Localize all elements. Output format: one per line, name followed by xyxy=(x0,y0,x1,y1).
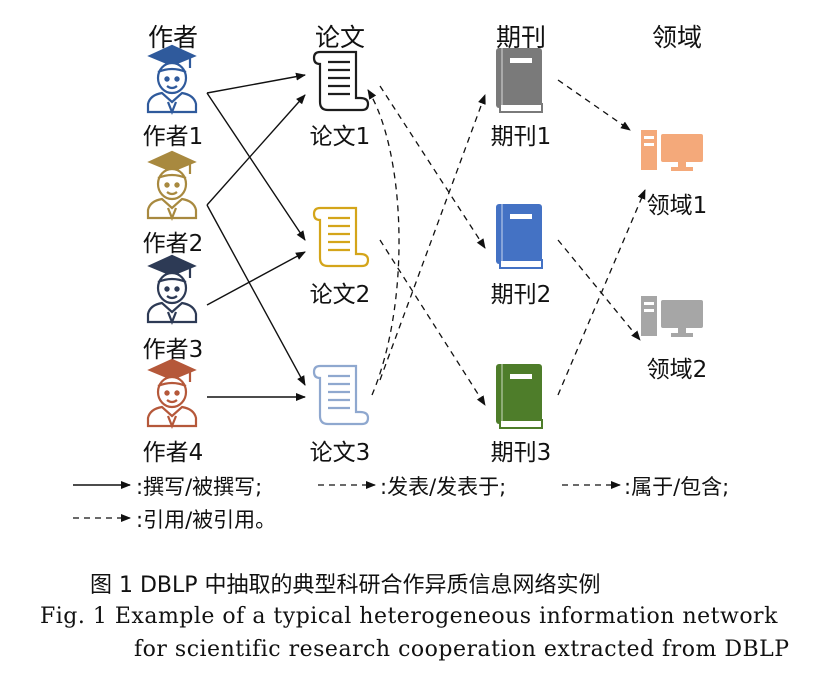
author-label-3: 作者3 xyxy=(142,337,204,363)
author-graduate-icon xyxy=(146,254,198,325)
journal-label-2: 期刊2 xyxy=(490,282,552,308)
author-graduate-icon xyxy=(146,358,198,429)
paper-scroll-icon xyxy=(312,50,370,112)
field-label-1: 领域1 xyxy=(646,193,708,219)
journal-book-icon xyxy=(496,204,543,269)
edge-write-author2-paper1 xyxy=(206,94,306,206)
journal-label-3: 期刊3 xyxy=(490,440,552,466)
legend-belong-text: :属于/包含; xyxy=(624,475,730,499)
author-label-1: 作者1 xyxy=(142,124,204,150)
caption-chinese: 图 1 DBLP 中抽取的典型科研合作异质信息网络实例 xyxy=(90,573,601,598)
journal-book-icon xyxy=(496,48,543,113)
edge-publish-paper1-journal2 xyxy=(379,85,486,249)
header-authors: 作者 xyxy=(147,23,198,52)
edge-cite-paper3-paper1 xyxy=(367,89,400,396)
legend-write-text: :撰写/被撰写; xyxy=(136,475,263,499)
edge-write-author3-paper2 xyxy=(206,251,306,306)
legend-publish-text: :发表/发表于; xyxy=(380,475,507,499)
author-graduate-icon xyxy=(146,150,198,221)
paper-label-3: 论文3 xyxy=(309,440,371,466)
author-label-2: 作者2 xyxy=(142,231,204,257)
edge-publish-paper3-journal1 xyxy=(379,94,486,381)
paper-scroll-icon xyxy=(312,206,370,268)
field-computer-icon xyxy=(641,130,703,171)
edge-belong-journal3-field1 xyxy=(557,189,646,396)
field-label-2: 领域2 xyxy=(646,357,708,383)
edge-belong-journal1-field1 xyxy=(557,79,631,131)
edge-publish-paper2-journal3 xyxy=(379,239,486,406)
edge-write-author1-paper1 xyxy=(206,72,306,94)
paper-scroll-icon xyxy=(312,364,370,426)
header-papers: 论文 xyxy=(314,23,365,52)
paper-label-1: 论文1 xyxy=(309,124,371,150)
header-journals: 期刊 xyxy=(495,23,546,52)
journal-label-1: 期刊1 xyxy=(490,124,552,150)
field-computer-icon xyxy=(641,296,703,337)
header-fields: 领域 xyxy=(651,23,702,52)
author-graduate-icon xyxy=(146,44,198,115)
paper-label-2: 论文2 xyxy=(309,282,371,308)
journal-book-icon xyxy=(496,364,543,429)
edge-write-author2-paper3 xyxy=(206,204,306,386)
caption-english-line2: for scientific research cooperation extr… xyxy=(134,637,790,662)
caption-english-line1: Fig. 1 Example of a typical heterogeneou… xyxy=(40,604,778,629)
author-label-4: 作者4 xyxy=(142,440,204,466)
edge-write-author1-paper2 xyxy=(206,92,306,241)
legend-cite-text: :引用/被引用。 xyxy=(136,508,277,532)
